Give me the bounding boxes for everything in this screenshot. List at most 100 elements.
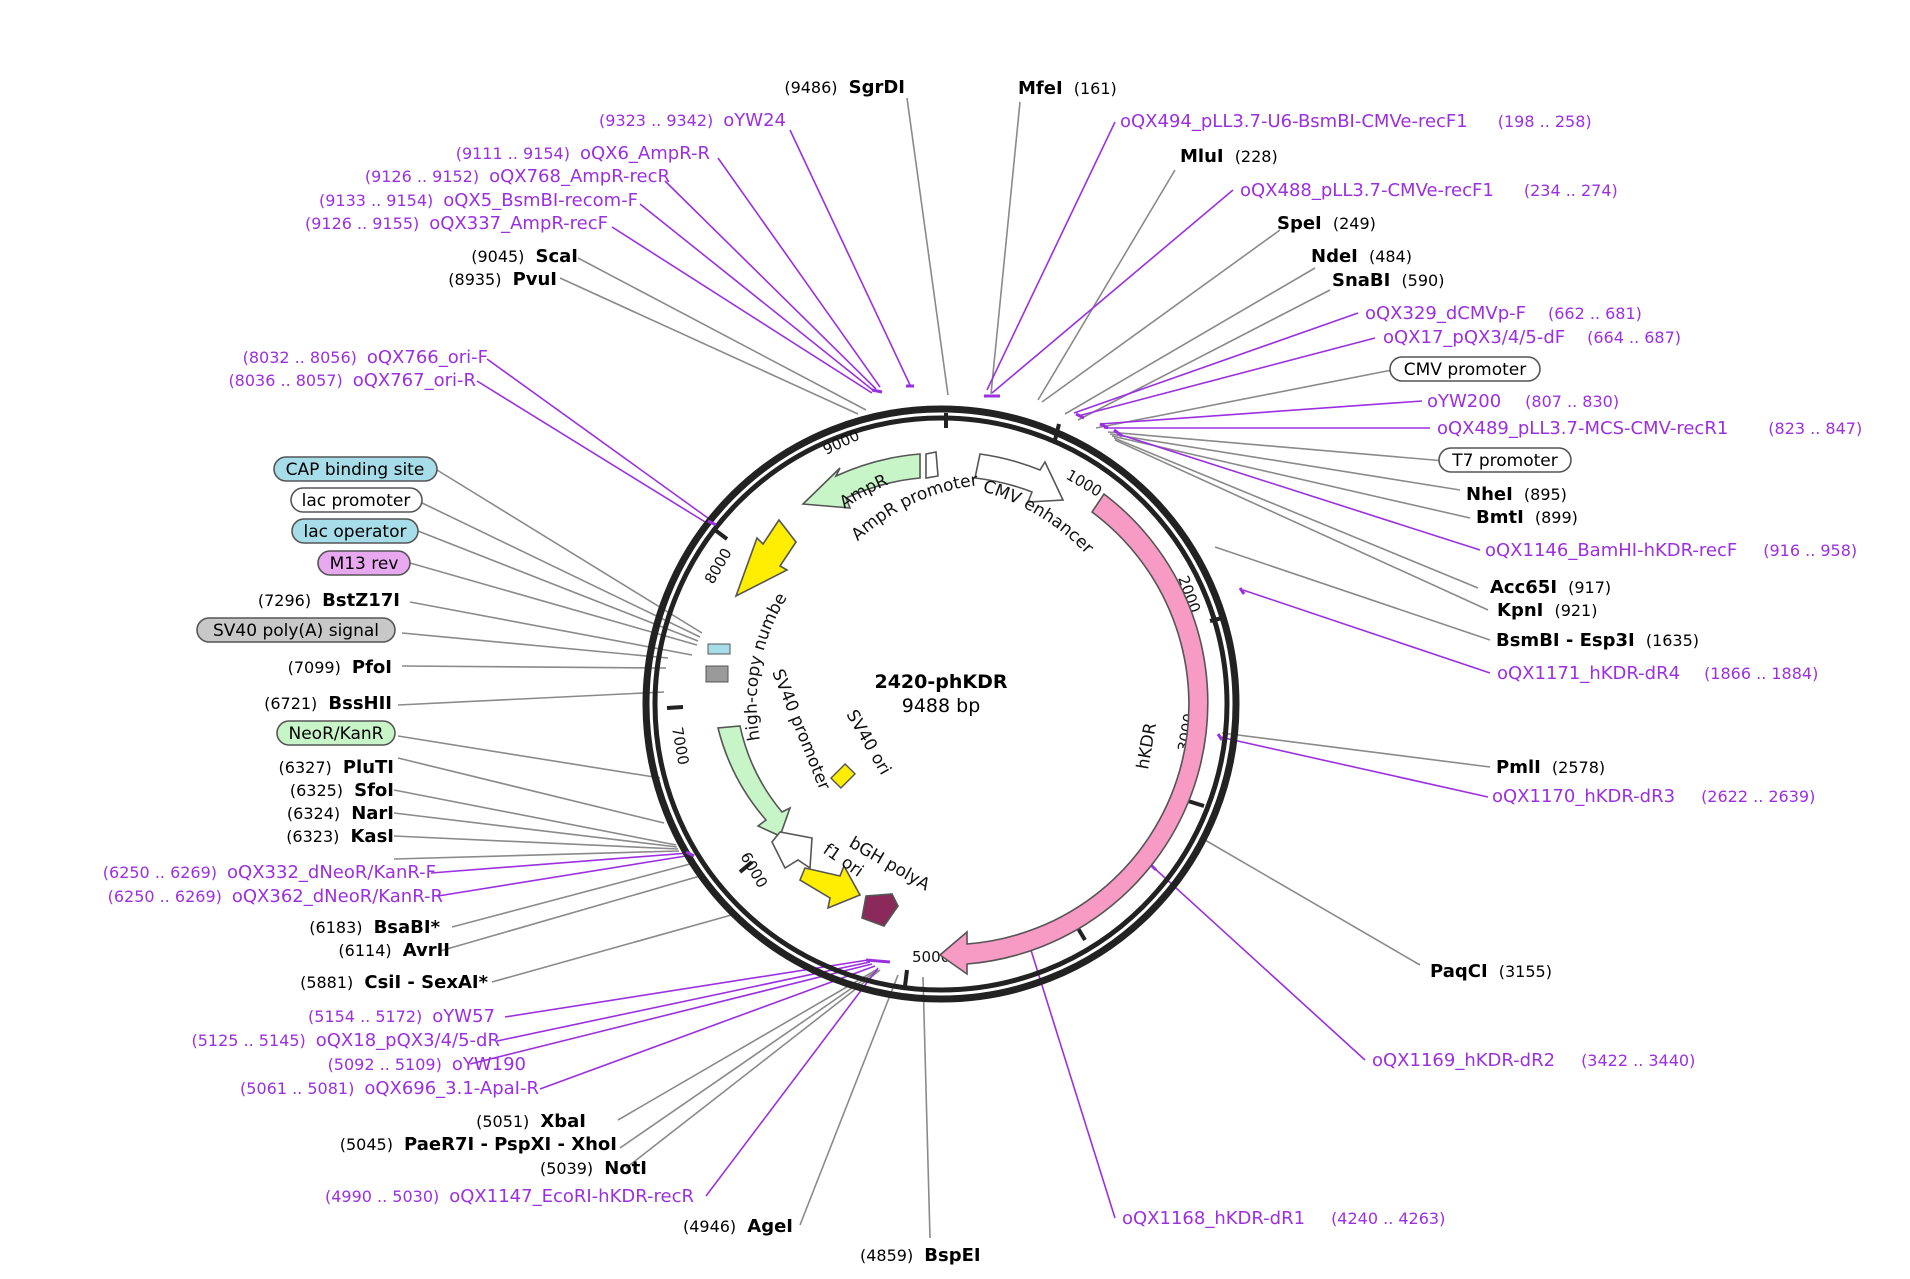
enzyme-pos: (484) bbox=[1369, 247, 1412, 266]
enzyme-pos: (895) bbox=[1524, 485, 1567, 504]
svg-text:oQX494_pLL3.7-U6-BsmBI-CMVe-re: oQX494_pLL3.7-U6-BsmBI-CMVe-recF1(198 ..… bbox=[1120, 111, 1592, 132]
AmpR-promoter-feature bbox=[925, 451, 939, 479]
primer-name: oQX6_AmpR-R bbox=[580, 143, 710, 164]
enzyme-name: MfeI bbox=[1018, 78, 1063, 99]
enzyme-name: PmlI bbox=[1496, 757, 1541, 778]
primer-name: oQX18_pQX3/4/5-dR bbox=[316, 1030, 500, 1051]
primer-range: (9323 .. 9342) bbox=[599, 111, 713, 130]
primer-range: (664 .. 687) bbox=[1587, 328, 1681, 347]
enzyme-pos: (6183) bbox=[309, 918, 362, 937]
enzyme-pos: (161) bbox=[1074, 79, 1117, 98]
svg-text:(6324) NarI: (6324) NarI bbox=[287, 803, 394, 824]
enzyme-pos: (9486) bbox=[784, 78, 837, 97]
svg-text:(6114) AvrII: (6114) AvrII bbox=[338, 940, 450, 961]
enzyme-pos: (899) bbox=[1535, 508, 1578, 527]
svg-text:oQX1168_hKDR-dR1(4240 .. 4263): oQX1168_hKDR-dR1(4240 .. 4263) bbox=[1122, 1208, 1445, 1229]
primer-range: (9126 .. 9152) bbox=[365, 167, 479, 186]
primer-name: oQX489_pLL3.7-MCS-CMV-recR1 bbox=[1437, 418, 1728, 439]
tick-label-7000: 7000 bbox=[668, 726, 692, 767]
svg-text:(6323) KasI: (6323) KasI bbox=[286, 826, 394, 847]
primer-name: oYW190 bbox=[452, 1054, 526, 1075]
primer-name: oQX1146_BamHI-hKDR-recF bbox=[1485, 540, 1737, 561]
label-SV40-promoter: SV40 promoter bbox=[767, 666, 834, 792]
high-copy-ori-feature bbox=[734, 518, 797, 598]
svg-text:(5881) CsiI - SexAI*: (5881) CsiI - SexAI* bbox=[300, 972, 489, 993]
svg-text:(4946) AgeI: (4946) AgeI bbox=[683, 1216, 793, 1237]
lac-site-marks bbox=[707, 643, 731, 655]
enzyme-pos: (3155) bbox=[1499, 962, 1552, 981]
box-T7-promoter: T7 promoter bbox=[1451, 451, 1558, 471]
svg-text:SnaBI (590): SnaBI (590) bbox=[1332, 270, 1444, 291]
svg-text:(9126 .. 9152)oQX768_AmpR-recR: (9126 .. 9152) oQX768_AmpR-recR bbox=[365, 166, 670, 187]
enzyme-name: CsiI - SexAI* bbox=[364, 972, 488, 993]
label-hKDR: hKDR bbox=[1133, 721, 1161, 771]
enzyme-name: XbaI bbox=[540, 1111, 586, 1132]
svg-text:(7296) BstZ17I: (7296) BstZ17I bbox=[258, 590, 400, 611]
primer-name: oQX1168_hKDR-dR1 bbox=[1122, 1208, 1305, 1229]
svg-text:(4990 .. 5030)oQX1147_EcoRI-hK: (4990 .. 5030)oQX1147_EcoRI-hKDR-recR bbox=[325, 1186, 694, 1207]
enzyme-name: BsaBI* bbox=[374, 917, 441, 938]
enzyme-name: NotI bbox=[604, 1158, 647, 1179]
primer-name: oQX1170_hKDR-dR3 bbox=[1492, 786, 1675, 807]
enzyme-pos: (6721) bbox=[264, 694, 317, 713]
svg-text:(6325) SfoI: (6325) SfoI bbox=[290, 780, 394, 801]
svg-text:(6721) BssHII: (6721) BssHII bbox=[264, 693, 392, 714]
enzyme-pos: (5051) bbox=[476, 1112, 529, 1131]
svg-text:KpnI (921): KpnI (921) bbox=[1497, 600, 1597, 621]
enzyme-name: SfoI bbox=[354, 780, 394, 801]
primer-range: (9126 .. 9155) bbox=[305, 214, 419, 233]
enzyme-name: ScaI bbox=[536, 246, 578, 267]
plasmid-length: 9488 bp bbox=[902, 695, 981, 717]
primer-name: oYW24 bbox=[723, 110, 786, 131]
enzyme-pos: (9045) bbox=[471, 247, 524, 266]
primer-range: (823 .. 847) bbox=[1768, 419, 1862, 438]
primer-name: oYW57 bbox=[432, 1006, 495, 1027]
primer-range: (234 .. 274) bbox=[1524, 181, 1618, 200]
enzyme-name: KpnI bbox=[1497, 600, 1543, 621]
svg-text:(7099) PfoI: (7099) PfoI bbox=[288, 657, 392, 678]
primer-range: (1866 .. 1884) bbox=[1704, 664, 1818, 683]
svg-text:(6250 .. 6269)oQX332_dNeoR/Kan: (6250 .. 6269)oQX332_dNeoR/KanR-F bbox=[103, 862, 436, 883]
primer-range: (4990 .. 5030) bbox=[325, 1187, 439, 1206]
primer-name: oQX1169_hKDR-dR2 bbox=[1372, 1050, 1555, 1071]
primer-name: oQX696_3.1-ApaI-R bbox=[364, 1078, 539, 1099]
svg-text:(4859) BspEI: (4859) BspEI bbox=[860, 1245, 981, 1266]
enzyme-name: PvuI bbox=[513, 269, 557, 290]
SV40-promoter-feature bbox=[716, 725, 792, 838]
primer-leader-lines bbox=[430, 121, 1491, 1219]
primer-name: oQX494_pLL3.7-U6-BsmBI-CMVe-recF1 bbox=[1120, 111, 1468, 132]
tick-label-5000: 5000 bbox=[912, 948, 950, 966]
promoter-arrow-feature bbox=[771, 831, 813, 870]
bGH-polyA-feature bbox=[861, 893, 899, 927]
primer-name: oQX5_BsmBI-recom-F bbox=[443, 190, 638, 211]
enzyme-name: BstZ17I bbox=[322, 590, 400, 611]
svg-text:(5154 .. 5172)oYW57: (5154 .. 5172)oYW57 bbox=[308, 1006, 495, 1027]
svg-text:(8036 .. 8057)oQX767_ori-R: (8036 .. 8057) oQX767_ori-R bbox=[228, 370, 476, 391]
svg-text:MluI (228): MluI (228) bbox=[1180, 146, 1278, 167]
enzyme-pos: (5045) bbox=[340, 1135, 393, 1154]
svg-text:(5039) NotI: (5039) NotI bbox=[540, 1158, 647, 1179]
primer-name: oQX768_AmpR-recR bbox=[489, 166, 670, 187]
primer-range: (8036 .. 8057) bbox=[228, 371, 342, 390]
enzyme-name: SgrDI bbox=[849, 77, 905, 98]
svg-text:oQX17_pQX3/4/5-dF(664 .. 687): oQX17_pQX3/4/5-dF(664 .. 687) bbox=[1383, 327, 1681, 348]
primer-name: oQX767_ori-R bbox=[353, 370, 476, 391]
primer-name: oQX488_pLL3.7-CMVe-recF1 bbox=[1240, 180, 1494, 201]
enzyme-pos: (2578) bbox=[1552, 758, 1605, 777]
svg-text:(9133 .. 9154)oQX5_BsmBI-recom: (9133 .. 9154)oQX5_BsmBI-recom-F bbox=[319, 190, 638, 211]
svg-text:oYW200(807 .. 830): oYW200(807 .. 830) bbox=[1427, 391, 1619, 412]
enzyme-pos: (6327) bbox=[279, 758, 332, 777]
enzyme-pos: (4859) bbox=[860, 1246, 913, 1265]
svg-text:(9486) SgrDI: (9486) SgrDI bbox=[784, 77, 905, 98]
svg-text:(8032 .. 8056)oQX766_ori-F: (8032 .. 8056)oQX766_ori-F bbox=[243, 347, 488, 368]
svg-text:oQX329_dCMVp-F(662 .. 681): oQX329_dCMVp-F(662 .. 681) bbox=[1365, 303, 1642, 324]
primer-range: (9111 .. 9154) bbox=[456, 144, 570, 163]
primer-name: oQX329_dCMVp-F bbox=[1365, 303, 1526, 324]
primer-range: (916 .. 958) bbox=[1763, 541, 1857, 560]
box-M13-rev: M13 rev bbox=[330, 554, 399, 574]
primer-name: oYW200 bbox=[1427, 391, 1501, 412]
enzyme-pos: (7099) bbox=[288, 658, 341, 677]
svg-text:(6250 .. 6269)oQX362_dNeoR/Kan: (6250 .. 6269)oQX362_dNeoR/KanR-R bbox=[108, 886, 443, 907]
box-NeoR-KanR: NeoR/KanR bbox=[289, 724, 384, 744]
enzyme-name: AvrII bbox=[403, 940, 450, 961]
